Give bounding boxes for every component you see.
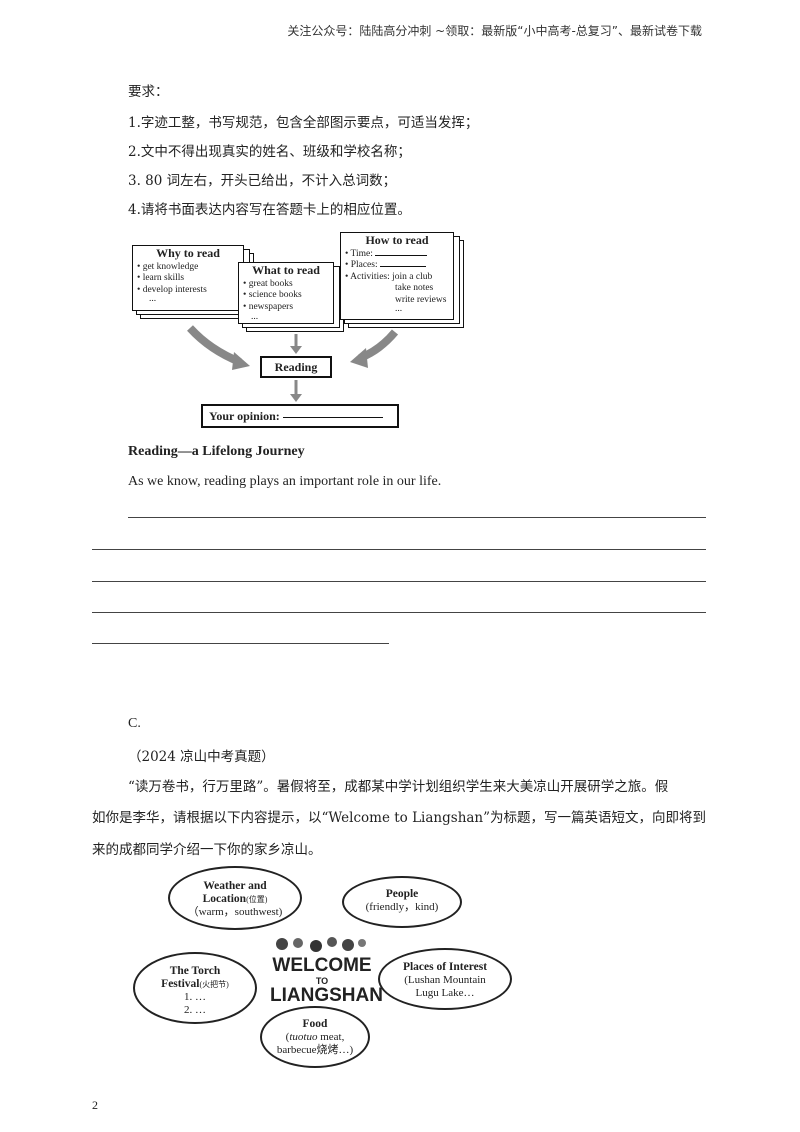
weather-cloud: Weather and Location(位置) （warm，southwest… bbox=[168, 866, 302, 930]
places-cloud: Places of Interest (Lushan Mountain Lugu… bbox=[378, 948, 512, 1010]
requirement-item: 3. 80 词左右，开头已给出，不计入总词数； bbox=[128, 173, 397, 189]
requirement-item: 4.请将书面表达内容写在答题卡上的相应位置。 bbox=[128, 202, 411, 218]
why-to-read-box: Why to read • get knowledge • learn skil… bbox=[132, 245, 244, 311]
list-item: • get knowledge bbox=[137, 261, 199, 272]
writing-line bbox=[92, 581, 706, 582]
page-number: 2 bbox=[92, 1098, 98, 1112]
section-label: C. bbox=[128, 716, 141, 731]
requirements-title: 要求： bbox=[128, 84, 169, 100]
list-item: • great books bbox=[243, 278, 293, 289]
reading-box: Reading bbox=[260, 356, 332, 378]
list-item: • science books bbox=[243, 290, 302, 300]
list-item: ... bbox=[251, 312, 259, 322]
section-source: （2024 凉山中考真题） bbox=[128, 749, 275, 765]
list-item: • develop interests bbox=[137, 284, 207, 295]
list-item: ... bbox=[149, 294, 157, 304]
essay-title: Reading—a Lifelong Journey bbox=[128, 444, 305, 459]
list-item: • Activities: join a club bbox=[345, 271, 433, 282]
opinion-box: Your opinion: bbox=[201, 404, 399, 428]
prompt-line: “读万卷书，行万里路”。暑假将至，成都某中学计划组织学生来大美凉山开展研学之旅。… bbox=[128, 779, 669, 795]
list-item: take notes bbox=[395, 283, 434, 293]
list-item: • Places: bbox=[345, 260, 449, 272]
writing-line bbox=[92, 643, 389, 644]
how-to-read-box: How to read • Time: • Places: • Activiti… bbox=[340, 232, 454, 320]
people-cloud: People (friendly，kind) bbox=[342, 876, 462, 928]
welcome-sign: WELCOME TO LIANGSHAN bbox=[270, 955, 383, 1006]
writing-line bbox=[92, 549, 706, 550]
list-item: • newspapers bbox=[243, 301, 294, 312]
requirement-item: 1.字迹工整，书写规范，包含全部图示要点，可适当发挥； bbox=[128, 115, 479, 131]
list-item: ... bbox=[395, 304, 403, 314]
what-to-read-box: What to read • great books • science boo… bbox=[238, 262, 334, 324]
writing-line bbox=[92, 612, 706, 613]
list-item: write reviews bbox=[395, 294, 447, 305]
what-to-read-title: What to read bbox=[252, 263, 320, 277]
balloons-icon bbox=[276, 937, 366, 952]
list-item: • learn skills bbox=[137, 273, 185, 283]
how-to-read-title: How to read bbox=[365, 233, 429, 247]
prompt-line: 如你是李华，请根据以下内容提示，以“Welcome to Liangshan”为… bbox=[92, 810, 707, 826]
page-header: 关注公众号：陆陆高分冲刺 ~领取：最新版“小中高考-总复习”、最新试卷下载 bbox=[287, 24, 702, 38]
torch-cloud: The Torch Festival(火把节) 1. … 2. … bbox=[133, 952, 257, 1024]
writing-line bbox=[128, 517, 706, 518]
prompt-line: 来的成都同学介绍一下你的家乡凉山。 bbox=[92, 842, 322, 858]
diagram-arrows bbox=[187, 325, 399, 402]
requirement-item: 2.文中不得出现真实的姓名、班级和学校名称； bbox=[128, 144, 411, 160]
list-item: • Time: bbox=[345, 249, 449, 261]
reading-diagram: Why to read • get knowledge • learn skil… bbox=[0, 0, 800, 440]
food-cloud: Food (tuotuo meat, barbecue烧烤…) bbox=[260, 1006, 370, 1068]
why-to-read-title: Why to read bbox=[156, 246, 220, 260]
essay-opening: As we know, reading plays an important r… bbox=[128, 474, 442, 489]
